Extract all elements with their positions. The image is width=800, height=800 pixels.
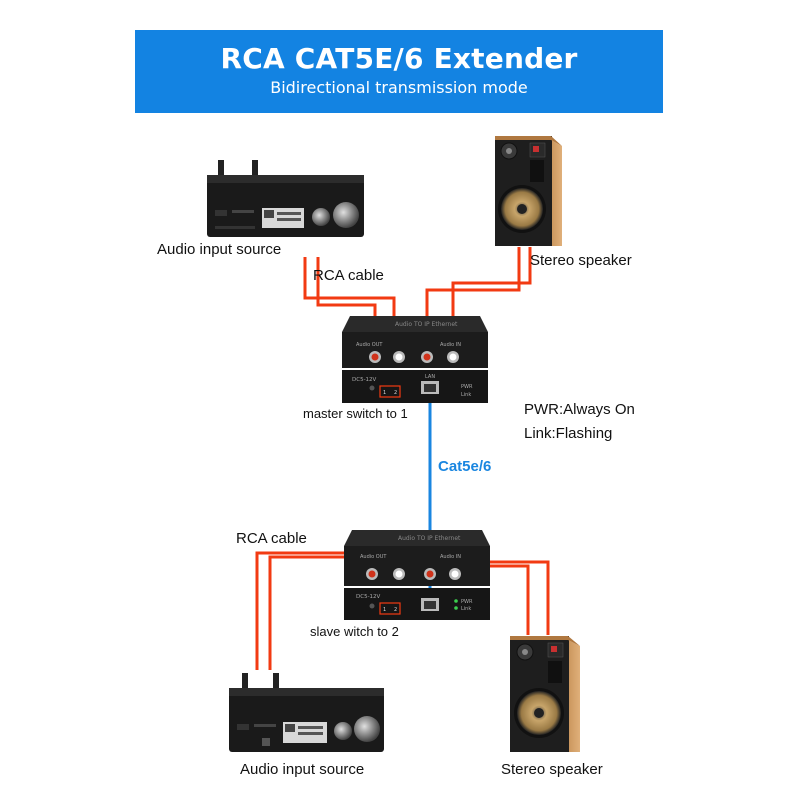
label-rca-cable-top: RCA cable	[313, 267, 384, 284]
switch-1-label-2: 1	[383, 607, 386, 613]
label-slave-switch: slave witch to 2	[310, 624, 399, 639]
device-audio-out-2: Audio OUT	[360, 554, 387, 560]
device-pwr-2: PWR	[461, 599, 473, 605]
label-link-status: Link:Flashing	[524, 425, 613, 442]
extender-slave: Audio TO IP Ethernet Audio OUT Audio IN …	[344, 530, 490, 620]
device-link-2: Link	[461, 606, 471, 612]
title-banner: RCA CAT5E/6 Extender Bidirectional trans…	[135, 30, 663, 113]
av-receiver-top	[207, 160, 364, 237]
label-pwr-status: PWR:Always On	[524, 401, 635, 418]
device-audio-in-1: Audio IN	[440, 342, 461, 348]
device-dc-2: DC5-12V	[356, 594, 381, 600]
diagram-subtitle: Bidirectional transmission mode	[270, 78, 528, 97]
label-master-switch: master switch to 1	[303, 406, 408, 421]
rca-jack-r-in-1	[447, 351, 459, 363]
label-cat-cable: Cat5e/6	[438, 458, 492, 475]
device-link-1: Link	[461, 392, 471, 398]
switch-2-label-2: 2	[394, 607, 397, 613]
device-audio-out-1: Audio OUT	[356, 342, 383, 348]
label-audio-source-top: Audio input source	[157, 241, 282, 258]
diagram-title: RCA CAT5E/6 Extender	[220, 42, 578, 75]
rca-jack-l-out-1	[369, 351, 381, 363]
device-audio-in-2: Audio IN	[440, 554, 461, 560]
rca-jack-l-in-1	[421, 351, 433, 363]
av-receiver-bottom	[229, 673, 384, 752]
label-audio-source-bottom: Audio input source	[240, 761, 365, 778]
dip-switch-master	[379, 385, 401, 398]
label-rca-cable-bottom: RCA cable	[236, 530, 307, 547]
rca-jack-l-out-2	[366, 568, 378, 580]
rca-jack-r-out-1	[393, 351, 405, 363]
device-lan-1: LAN	[425, 374, 435, 380]
stereo-speaker-bottom	[510, 636, 580, 752]
rca-jack-r-in-2	[449, 568, 461, 580]
rca-jack-r-out-2	[393, 568, 405, 580]
dip-switch-slave	[379, 602, 401, 615]
label-stereo-speaker-bottom: Stereo speaker	[501, 761, 603, 778]
device-top-label-2: Audio TO IP Ethernet	[398, 535, 461, 542]
extender-master: Audio TO IP Ethernet Audio OUT Audio IN …	[342, 316, 488, 403]
device-dc-1: DC5-12V	[352, 377, 377, 383]
device-pwr-1: PWR	[461, 384, 473, 390]
label-stereo-speaker-top: Stereo speaker	[530, 252, 632, 269]
stereo-speaker-top	[495, 136, 562, 246]
switch-1-label: 1	[383, 390, 386, 396]
device-top-label-1: Audio TO IP Ethernet	[395, 321, 458, 328]
switch-2-label: 2	[394, 390, 397, 396]
rca-jack-l-in-2	[424, 568, 436, 580]
